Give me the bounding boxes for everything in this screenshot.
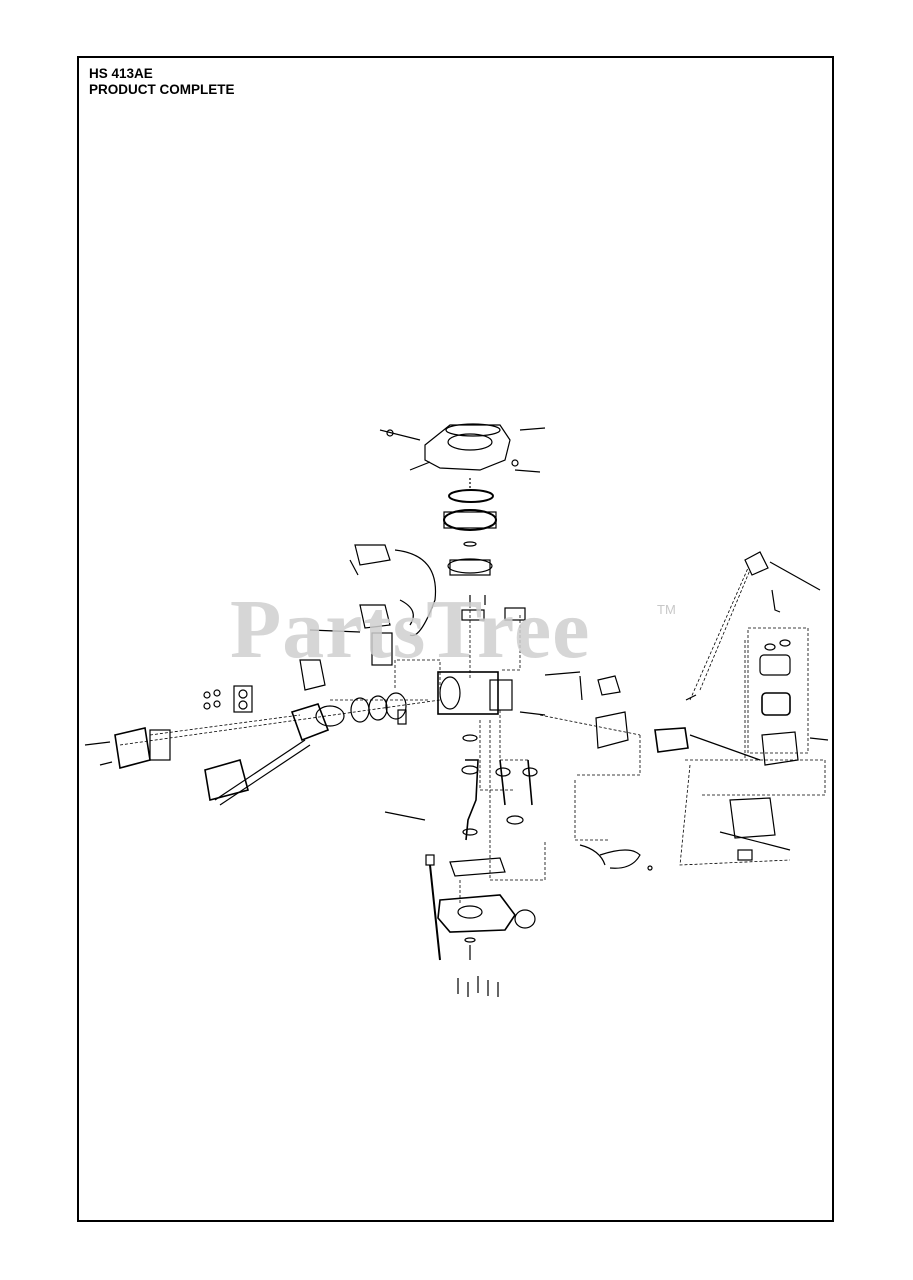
sump-group (437, 857, 536, 997)
air-filter-element (761, 692, 791, 716)
piston-group (290, 692, 407, 742)
engine-block-group (437, 595, 526, 715)
muffler-group (84, 727, 311, 806)
piston (385, 692, 407, 720)
crankshaft-group (461, 734, 538, 841)
linkage-group (685, 567, 749, 701)
flywheel-hub (447, 558, 493, 574)
muffler-guard (114, 727, 151, 770)
intake-manifold (595, 711, 629, 749)
diagram-title: HS 413AE PRODUCT COMPLETE (89, 66, 235, 98)
fuel-valve (729, 797, 776, 839)
rectifier (299, 659, 326, 691)
dipstick-group (384, 811, 441, 961)
watermark-text: PartsTree (230, 583, 591, 676)
crankcase (437, 671, 499, 715)
section-name: PRODUCT COMPLETE (89, 82, 235, 97)
muffler (204, 759, 249, 801)
flywheel-group (443, 478, 497, 576)
blower-housing-group (379, 423, 546, 473)
ignition-group (299, 544, 437, 691)
ignition-module (359, 604, 391, 629)
piston-ring-1 (350, 697, 370, 723)
starter-motor (371, 632, 393, 666)
sump-gasket (449, 857, 506, 877)
engine-sump (437, 894, 516, 933)
governor-lever (597, 675, 621, 696)
leader-lines (119, 569, 826, 905)
flywheel (443, 509, 497, 531)
air-filter-cover (759, 654, 791, 676)
air-filter-base (761, 731, 799, 766)
blower-housing (424, 424, 511, 471)
cylinder-head (290, 703, 330, 742)
fan-screen (448, 489, 494, 503)
camshaft-1 (499, 759, 506, 806)
model-number: HS 413AE (89, 66, 153, 81)
ignition-coil-bracket (354, 544, 391, 566)
watermark-trademark: TM (657, 602, 676, 617)
piston-ring-2 (368, 695, 388, 721)
carburetor (654, 727, 689, 753)
oil-filter (514, 909, 536, 929)
camshaft-2 (527, 759, 533, 806)
air-filter-group (719, 551, 829, 861)
diagram-frame (77, 56, 834, 1222)
valve-group (203, 685, 253, 713)
crankshaft (465, 759, 479, 841)
governor-group (519, 671, 761, 871)
dipstick-tube (429, 864, 441, 961)
throttle-bracket (744, 551, 769, 576)
starter-gasket (445, 423, 501, 437)
